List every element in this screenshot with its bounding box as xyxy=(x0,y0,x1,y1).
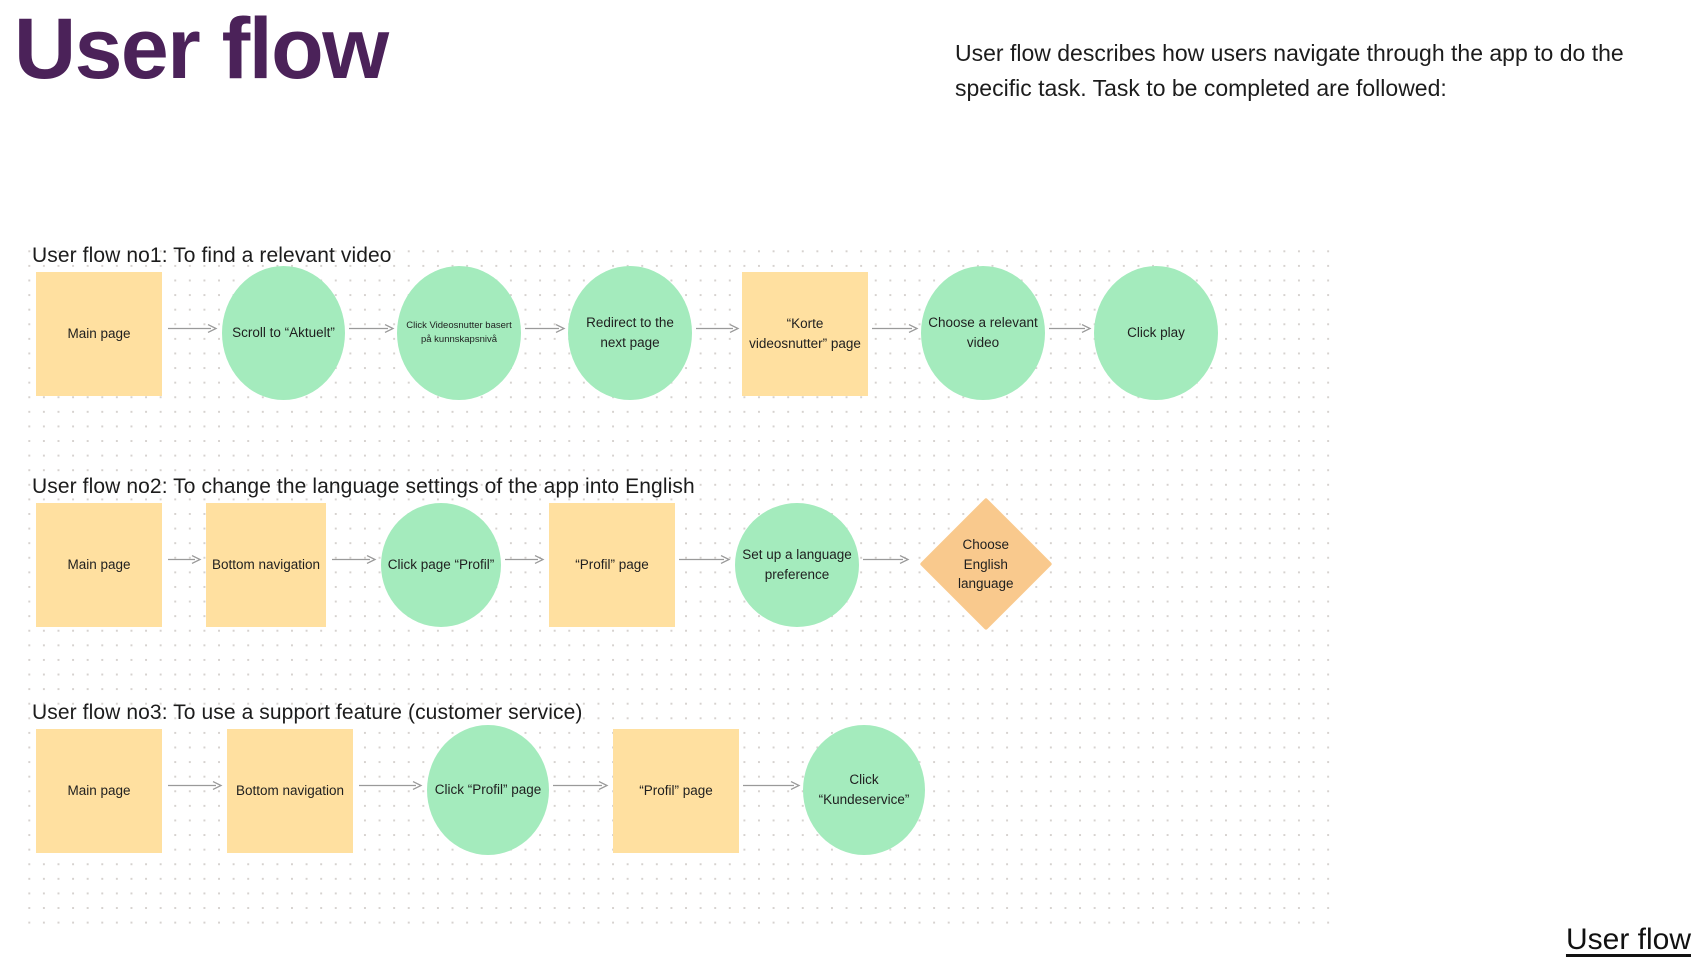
flow-arrow xyxy=(505,554,545,565)
header-description: User flow describes how users navigate t… xyxy=(955,40,1624,101)
flow-node-diamond[interactable]: Choose English language xyxy=(919,497,1053,631)
flow-arrow xyxy=(1049,323,1092,334)
flow-arrow xyxy=(863,554,910,565)
flow-arrow xyxy=(743,780,801,791)
flow-arrow xyxy=(872,323,919,334)
flow-node-label: Click Videosnutter basert på kunnskapsni… xyxy=(406,319,512,345)
flow-node-label: Choose a relevant video xyxy=(928,315,1038,350)
flow-node-circle[interactable]: Scroll to “Aktuelt” xyxy=(222,266,345,400)
flow-node-rect[interactable]: Main page xyxy=(36,272,162,396)
flow-node-label: Redirect to the next page xyxy=(586,315,674,350)
page-title: User flow xyxy=(14,1,389,97)
flow-node-circle[interactable]: Set up a language preference xyxy=(735,503,859,627)
flow-title-2: User flow no2: To change the language se… xyxy=(32,475,695,498)
flow-node-label: Choose English language xyxy=(958,536,1014,591)
flow-node-rect[interactable]: Main page xyxy=(36,729,162,853)
flow-node-circle[interactable]: Choose a relevant video xyxy=(921,266,1045,400)
flow-node-circle[interactable]: Click play xyxy=(1094,266,1218,400)
flow-node-rect[interactable]: Main page xyxy=(36,503,162,627)
flow-node-label: Main page xyxy=(67,326,131,342)
flow-arrow xyxy=(168,323,218,334)
flow-arrow xyxy=(332,554,377,565)
flow-section-3: User flow no3: To use a support feature … xyxy=(22,701,1334,901)
flow-arrow xyxy=(525,323,566,334)
flow-title-1: User flow no1: To find a relevant video xyxy=(32,244,392,267)
flow-node-label: Click “Kundeservice” xyxy=(818,772,910,807)
flow-arrow xyxy=(168,554,202,565)
flow-node-label: Click “Profil” page xyxy=(434,782,542,798)
flow-node-label: Click play xyxy=(1127,325,1185,341)
flow-node-label: Scroll to “Aktuelt” xyxy=(232,325,335,341)
flow-node-circle[interactable]: Click “Kundeservice” xyxy=(803,725,925,855)
flow-node-circle[interactable]: Click page “Profil” xyxy=(381,503,501,627)
flow-node-circle[interactable]: Click “Profil” page xyxy=(427,725,549,855)
flow-arrow xyxy=(679,554,731,565)
flow-arrow xyxy=(553,780,609,791)
flow-arrow xyxy=(168,780,223,791)
flow-node-label: Bottom navigation xyxy=(211,557,321,573)
flow-arrow xyxy=(696,323,740,334)
flow-node-label: Bottom navigation xyxy=(235,783,345,799)
flow-node-circle[interactable]: Redirect to the next page xyxy=(568,266,692,400)
flow-node-label: “Profil” page xyxy=(575,557,649,573)
flow-node-label: Main page xyxy=(67,783,131,799)
flow-node-rect[interactable]: Bottom navigation xyxy=(206,503,326,627)
flow-node-rect[interactable]: “Korte videosnutter” page xyxy=(742,272,868,396)
flow-node-rect[interactable]: “Profil” page xyxy=(549,503,675,627)
flow-node-label: Set up a language preference xyxy=(742,547,852,582)
footer-user-flow-label: User flow xyxy=(1565,923,1691,956)
flow-title-3: User flow no3: To use a support feature … xyxy=(32,701,583,724)
flow-node-label: Main page xyxy=(67,557,131,573)
flow-arrow xyxy=(349,323,395,334)
flow-arrow xyxy=(359,780,423,791)
flow-node-label: Click page “Profil” xyxy=(387,557,495,573)
flow-node-rect[interactable]: “Profil” page xyxy=(613,729,739,853)
flow-node-label: “Profil” page xyxy=(639,783,713,799)
flow-node-rect[interactable]: Bottom navigation xyxy=(227,729,353,853)
flow-node-circle[interactable]: Click Videosnutter basert på kunnskapsni… xyxy=(397,266,521,400)
flow-section-2: User flow no2: To change the language se… xyxy=(22,475,1334,675)
flow-node-label: “Korte videosnutter” page xyxy=(749,316,861,351)
